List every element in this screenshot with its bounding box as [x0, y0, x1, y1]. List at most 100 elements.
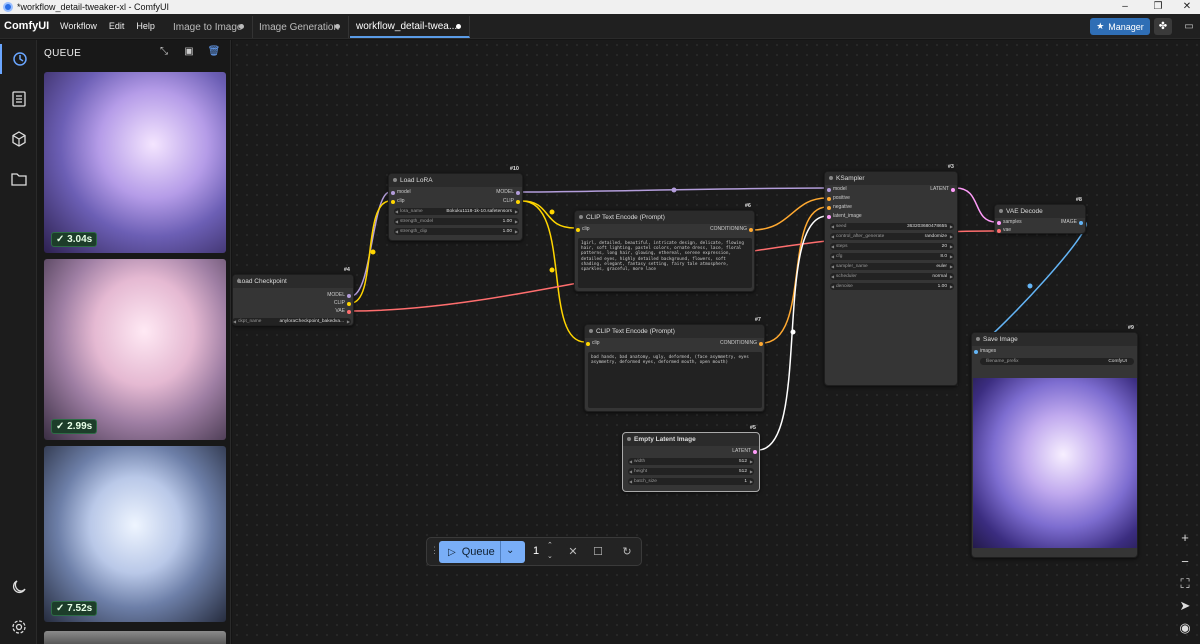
refresh-icon[interactable]: ↻ [622, 546, 632, 558]
clip-text-encode-positive-node[interactable]: #6 CLIP Text Encode (Prompt) clip CONDIT… [574, 203, 755, 292]
output-model[interactable]: MODEL [327, 292, 351, 299]
tab-unsaved-dot-icon[interactable] [456, 24, 461, 29]
collapse-icon[interactable]: ⤡ [160, 46, 168, 57]
window-close-button[interactable]: ✕ [1182, 1, 1192, 12]
clip-text-encode-negative-node[interactable]: #7 CLIP Text Encode (Prompt) clip CONDIT… [584, 317, 765, 412]
prompt-textarea[interactable]: bad hands, bad anatomy, ugly, deformed, … [588, 352, 762, 408]
select-mode-icon[interactable]: ➤ [1179, 598, 1191, 613]
trash-icon[interactable]: 🗑 [207, 46, 221, 57]
input-images[interactable]: images [974, 348, 996, 355]
document-icon[interactable] [0, 84, 37, 114]
zoom-in-icon[interactable]: + [1181, 530, 1189, 545]
output-image[interactable]: IMAGE [1061, 219, 1083, 226]
queue-item[interactable]: ✓ 3.04s [44, 72, 226, 253]
input-clip[interactable]: clip [391, 198, 405, 205]
input-negative[interactable]: negative [827, 204, 852, 211]
batch-count-stepper[interactable]: ⌃⌄ [547, 542, 553, 560]
load-lora-node[interactable]: #10 Load LoRA model clip MODEL CLIP lora… [388, 166, 523, 241]
input-model[interactable]: model [391, 189, 411, 196]
settings-icon[interactable] [0, 612, 37, 642]
chevron-down-icon[interactable]: ⌄ [506, 545, 515, 556]
node-title[interactable]: Load Checkpoint [233, 275, 353, 288]
node-title[interactable]: CLIP Text Encode (Prompt) [575, 211, 754, 224]
tab-image-to-image[interactable]: Image to Image [167, 16, 253, 38]
window-maximize-button[interactable]: ❐ [1153, 1, 1163, 12]
output-vae[interactable]: VAE [335, 308, 351, 315]
node-title[interactable]: Empty Latent Image [623, 433, 759, 446]
manager-button[interactable]: ★ Manager [1090, 18, 1150, 35]
drag-handle-icon[interactable]: ⋮ [430, 545, 439, 555]
fit-view-icon[interactable]: ⛶ [1180, 576, 1190, 591]
tab-image-generation[interactable]: Image Generation [253, 16, 349, 38]
input-clip[interactable]: clip [576, 226, 590, 233]
output-conditioning[interactable]: CONDITIONING [710, 226, 753, 233]
ksampler-node[interactable]: #3 KSampler model positive negative late… [824, 164, 958, 386]
menu-edit[interactable]: Edit [108, 21, 125, 31]
folder-icon[interactable] [0, 164, 37, 194]
output-model[interactable]: MODEL [496, 189, 520, 196]
stop-icon[interactable]: ☐ [593, 546, 603, 558]
input-samples[interactable]: samples [997, 219, 1022, 226]
cube-icon[interactable] [0, 124, 37, 154]
load-checkpoint-node[interactable]: #4 Load Checkpoint MODEL CLIP VAE ckpt_n… [232, 267, 354, 326]
history-icon[interactable] [0, 44, 37, 74]
vae-decode-node[interactable]: #8 VAE Decode samples vae IMAGE [994, 197, 1086, 234]
ckpt-name-widget[interactable]: ckpt_nameanyloraCheckpoint_bakedva... [232, 318, 351, 325]
queue-item[interactable]: ✓ 7.52s [44, 446, 226, 622]
input-clip[interactable]: clip [586, 340, 600, 347]
moon-icon[interactable] [0, 572, 37, 602]
brand-logo[interactable]: ComfyUI [4, 20, 50, 32]
node-title[interactable]: Save Image [972, 333, 1137, 346]
queue-button[interactable]: ▷ Queue ⌄ [439, 541, 525, 563]
toggle-links-visibility-icon[interactable]: ◉ [1179, 620, 1191, 635]
puzzle-icon[interactable]: ✤ [1154, 18, 1172, 35]
cancel-icon[interactable]: ✕ [568, 546, 578, 558]
menu-workflow[interactable]: Workflow [60, 21, 97, 31]
input-vae[interactable]: vae [997, 227, 1011, 234]
tab-workflow-detail-tweaker[interactable]: workflow_detail-twea... [350, 16, 470, 38]
node-title[interactable]: CLIP Text Encode (Prompt) [585, 325, 764, 338]
node-graph-canvas[interactable]: #10 Load LoRA model clip MODEL CLIP lora… [232, 40, 1200, 644]
output-clip[interactable]: CLIP [334, 300, 351, 307]
widget-value: 363203680478655 [906, 224, 947, 229]
node-title[interactable]: KSampler [825, 172, 957, 185]
output-latent[interactable]: LATENT [732, 448, 757, 455]
input-model[interactable]: model [827, 186, 847, 193]
tab-close-dot-icon[interactable] [239, 24, 244, 29]
output-latent[interactable]: LATENT [930, 186, 955, 193]
widget-name: steps [836, 244, 848, 249]
queue-item[interactable] [44, 631, 226, 644]
zoom-out-icon[interactable]: − [1181, 554, 1189, 569]
image-preview[interactable] [973, 378, 1137, 548]
output-clip[interactable]: CLIP [503, 198, 520, 205]
output-conditioning[interactable]: CONDITIONING [720, 340, 763, 347]
tab-close-dot-icon[interactable] [335, 24, 340, 29]
menu-help[interactable]: Help [136, 21, 155, 31]
image-icon[interactable]: ▣ [184, 46, 194, 57]
input-latent-image[interactable]: latent_image [827, 213, 862, 220]
queue-item[interactable]: ✓ 2.99s [44, 259, 226, 440]
toggle-panel-icon[interactable]: ▭ [1184, 21, 1194, 32]
input-positive[interactable]: positive [827, 195, 850, 202]
node-title[interactable]: Load LoRA [389, 174, 522, 187]
window-minimize-button[interactable]: – [1122, 1, 1128, 12]
node-title[interactable]: VAE Decode [995, 205, 1085, 218]
batch-count-input[interactable]: 1 [533, 545, 540, 557]
prompt-textarea[interactable]: 1girl, detailed, beautiful, intricate de… [578, 238, 752, 288]
